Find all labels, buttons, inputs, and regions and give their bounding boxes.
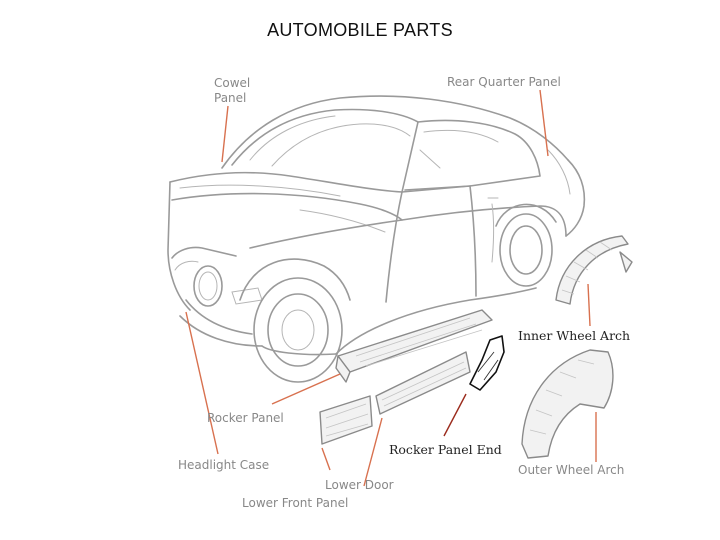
outer-wheel-arch-part [521,349,614,459]
car-body-outline [167,95,586,383]
rocker-panel-label: Rocker Panel [207,411,284,425]
rear-quarter-panel-label: Rear Quarter Panel [447,75,561,89]
lower-door-label: Lower Door [325,478,394,492]
inner-wheel-arch-part [555,235,633,305]
inner-wheel-arch-label: Inner Wheel Arch [518,328,630,343]
leader-lines [185,89,597,487]
headlight-case-label: Headlight Case [178,458,269,472]
page-title: AUTOMOBILE PARTS [267,20,453,40]
rocker-panel-end-label: Rocker Panel End [389,442,502,457]
rocker-panel-end-part [469,335,505,391]
rocker-panel-part [335,309,493,383]
lower-door-part [375,351,471,415]
cowel-panel-label-line2: Panel [214,91,246,105]
outer-wheel-arch-label: Outer Wheel Arch [518,463,624,477]
lower-front-panel-label: Lower Front Panel [242,496,348,510]
lower-front-panel-part [319,395,373,445]
cowel-panel-label: Cowel [214,76,250,90]
